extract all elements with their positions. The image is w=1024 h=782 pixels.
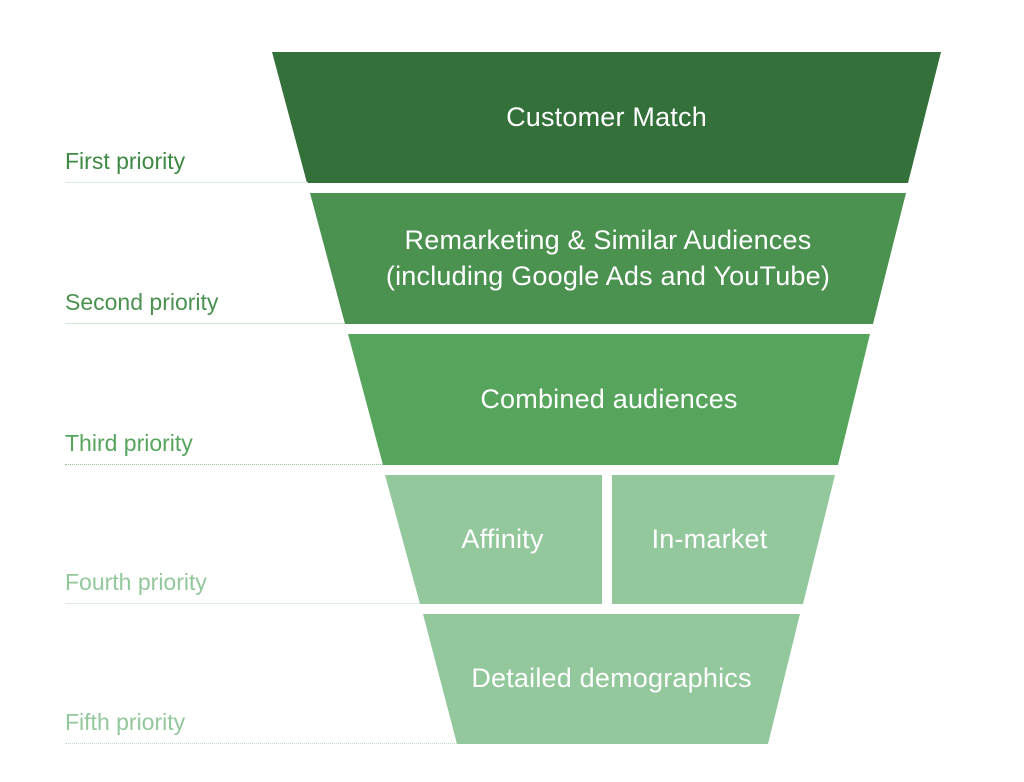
tier-in-market-label: In-market <box>651 523 768 554</box>
priority-label-first: First priority <box>65 143 308 183</box>
funnel-tier-in-market: In-market <box>612 475 835 604</box>
priority-label-second: Second priority <box>65 284 345 324</box>
funnel-tier-combined-audiences: Combined audiences <box>348 334 870 465</box>
priority-label-fourth: Fourth priority <box>65 564 420 604</box>
tier-affinity-label: Affinity <box>461 523 544 554</box>
funnel-tier-affinity: Affinity <box>385 475 602 604</box>
priority-label-fifth: Fifth priority <box>65 704 457 744</box>
priority-label-fourth-text: Fourth priority <box>65 569 207 595</box>
funnel-tier-remarketing-similar-audiences: Remarketing & Similar Audiences (includi… <box>310 193 906 324</box>
tier-remarketing-label-line1: Remarketing & Similar Audiences <box>404 224 812 255</box>
tier-remarketing-label-line2: (including Google Ads and YouTube) <box>385 260 831 291</box>
priority-label-fifth-text: Fifth priority <box>65 709 186 735</box>
priority-label-third: Third priority <box>65 425 383 465</box>
priority-label-second-text: Second priority <box>65 289 219 315</box>
priority-label-first-text: First priority <box>65 148 186 174</box>
tier-detailed-demographics-label: Detailed demographics <box>471 663 752 694</box>
funnel-tier-detailed-demographics: Detailed demographics <box>423 614 800 744</box>
funnel-tier-customer-match: Customer Match <box>272 52 941 183</box>
tier-customer-match-label: Customer Match <box>506 101 707 132</box>
tier-combined-audiences-label: Combined audiences <box>480 383 738 414</box>
tier-remarketing-label: Remarketing & Similar Audiences (includi… <box>386 223 830 295</box>
priority-label-third-text: Third priority <box>65 430 193 456</box>
